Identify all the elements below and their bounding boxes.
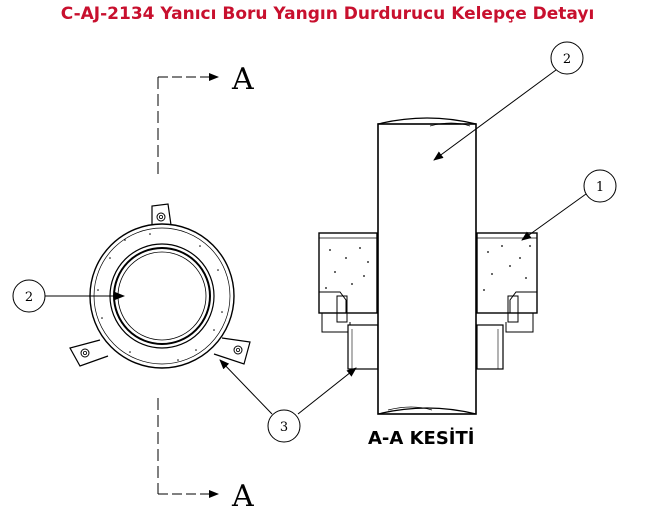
drawing-title: C-AJ-2134 Yanıcı Boru Yangın Durdurucu K…: [60, 4, 595, 24]
pipe: [377, 117, 477, 415]
callout-right-1: [521, 169, 617, 241]
cut-mark-bottom: A: [231, 479, 254, 512]
section-label: A-A KESİTİ: [368, 428, 475, 449]
callout-top-2: [433, 41, 584, 161]
callout-bottom-3-number: 3: [280, 420, 288, 435]
section-view: [318, 117, 538, 415]
mounting-tab-right: [213, 337, 251, 365]
mounting-tab-left: [69, 339, 109, 367]
callout-left-2: [12, 279, 125, 313]
section-cut-line: [157, 73, 219, 498]
callout-right-1-number: 1: [596, 180, 604, 195]
collar-section-right: [476, 232, 538, 333]
callout-bottom-3: [219, 359, 357, 443]
callout-top-2-number: 2: [563, 52, 571, 67]
callout-left-2-number: 2: [25, 290, 33, 305]
collar-section-left: [318, 232, 378, 333]
collar-plan-view: [69, 203, 251, 369]
cut-mark-top: A: [231, 62, 254, 97]
